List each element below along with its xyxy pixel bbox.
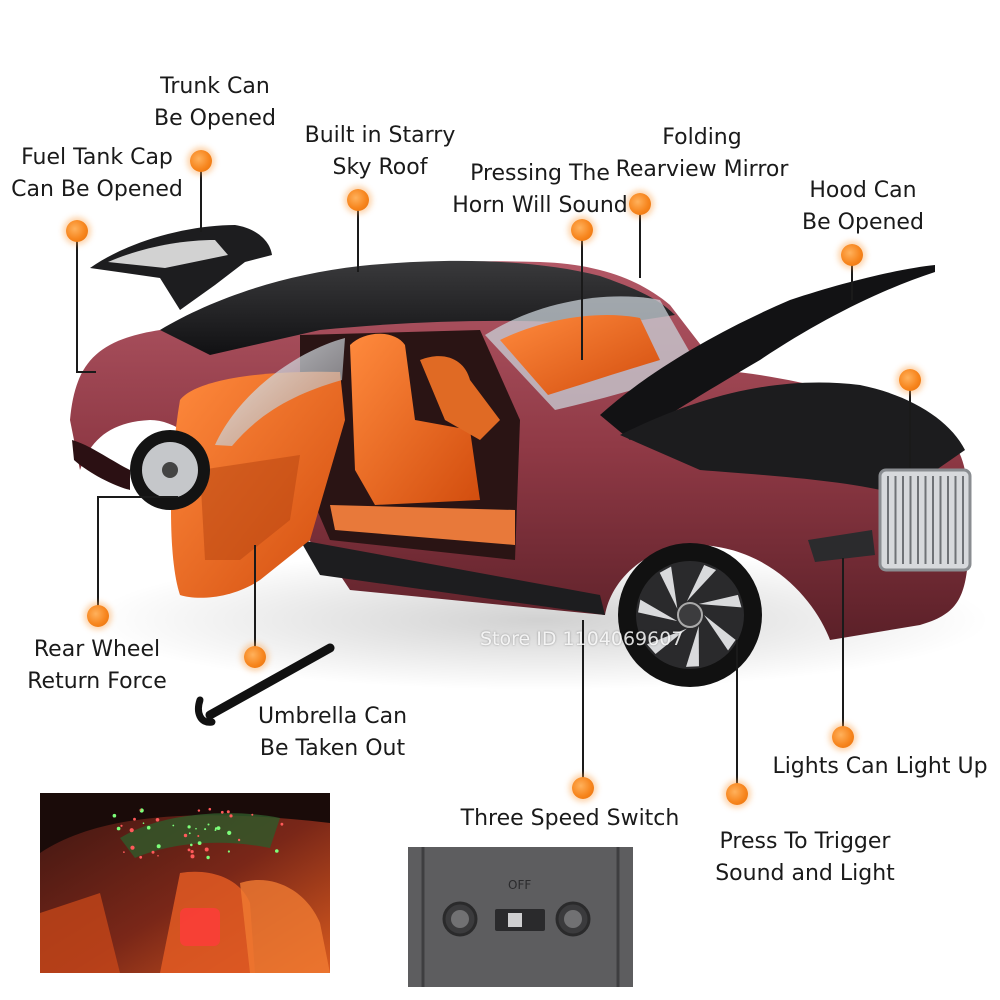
lower-skirt: [300, 540, 605, 615]
front-seat: [350, 333, 480, 505]
dashboard-interior: [500, 314, 660, 395]
grille-bars: [887, 476, 964, 564]
three-speed-switch-photo: OFF: [408, 847, 633, 987]
engine-bay: [620, 382, 965, 495]
rear-wheel-callout-dot: [87, 605, 109, 627]
car-roof: [160, 260, 675, 355]
switch-callout-dot: [572, 777, 594, 799]
rear-wheel: [130, 430, 210, 510]
starry-roof-callout-dot: [347, 189, 369, 211]
trigger-callout-dot: [726, 783, 748, 805]
store-id-watermark: Store ID 1104069607: [480, 628, 684, 650]
rear-seat: [420, 356, 500, 440]
car-body: [70, 261, 970, 640]
hood-callout-dot: [841, 244, 863, 266]
three-speed-switch-label: Three Speed Switch: [460, 806, 680, 831]
headlight: [808, 530, 875, 562]
lights-label: Lights Can Light Up: [772, 754, 988, 779]
trunk-callout-dot: [190, 150, 212, 172]
mirror-callout-dot: [629, 193, 651, 215]
switch-panel-text: OFF: [508, 878, 531, 892]
front-wheel: [618, 543, 762, 687]
lights-upper-callout-dot: [899, 369, 921, 391]
trunk-lid-open: [90, 225, 272, 310]
fuel-tank-callout-dot: [66, 220, 88, 242]
umbrella: [195, 643, 335, 726]
hood-open: [600, 265, 935, 440]
horn-callout-dot: [571, 219, 593, 241]
lights-callout-dot: [832, 726, 854, 748]
starry-roof-interior-photo: [40, 793, 330, 973]
rear-door-glass: [215, 338, 345, 446]
rear-door-panel: [200, 455, 300, 560]
door-sill: [330, 505, 515, 545]
callout-leader-lines: [76, 160, 911, 793]
umbrella-callout-dot: [244, 646, 266, 668]
